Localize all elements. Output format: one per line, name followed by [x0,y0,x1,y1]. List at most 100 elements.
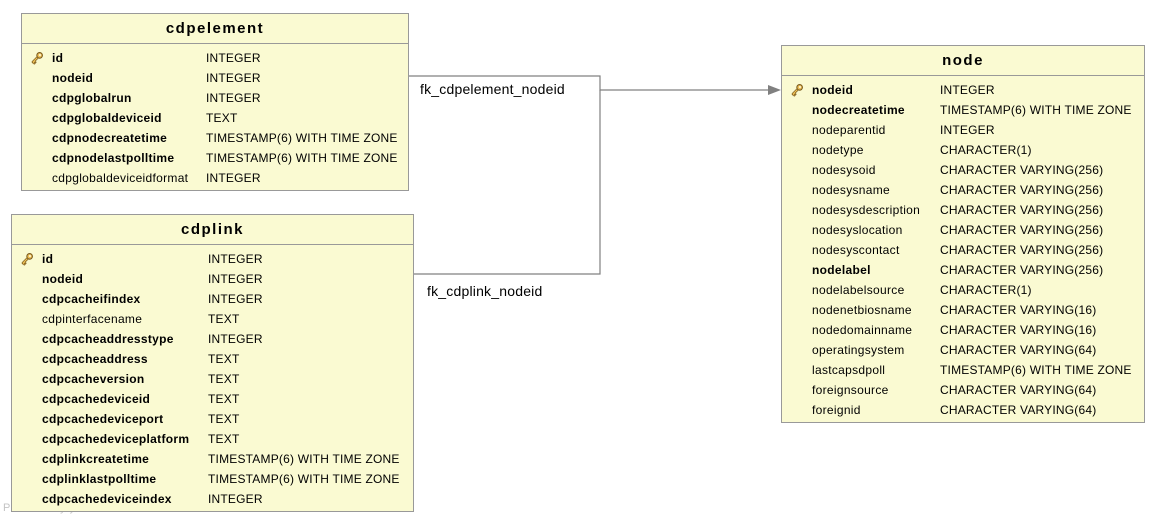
column-name: nodenetbiosname [812,303,912,317]
column-type: TIMESTAMP(6) WITH TIME ZONE [208,472,400,486]
column-type: CHARACTER VARYING(256) [940,243,1104,257]
table-row: cdpcacheaddress TEXT [12,349,413,369]
table-header: cdplink [12,215,413,245]
table-title: cdplink [180,221,244,238]
table-row: nodesysdescription CHARACTER VARYING(256) [782,200,1144,220]
column-type: CHARACTER VARYING(16) [940,303,1097,317]
column-type: INTEGER [940,83,995,97]
table-row: cdpnodecreatetime TIMESTAMP(6) WITH TIME … [22,128,408,148]
column-name: cdpglobaldeviceid [52,111,162,125]
table-row: lastcapsdpoll TIMESTAMP(6) WITH TIME ZONE [782,360,1144,380]
column-name: nodelabelsource [812,283,905,297]
column-type: INTEGER [208,292,263,306]
column-type: INTEGER [206,51,261,65]
column-name: cdpcachedeviceplatform [42,432,190,446]
column-name: nodelabel [812,263,871,277]
column-name: cdplinkcreatetime [42,452,150,466]
column-type: CHARACTER VARYING(256) [940,163,1104,177]
table-title: node [942,52,984,69]
table-row: cdpglobalrun INTEGER [22,88,408,108]
table-row: cdpglobaldeviceidformat INTEGER [22,168,408,188]
column-type: INTEGER [208,272,263,286]
column-name: id [52,51,64,65]
table-row: cdpcacheifindex INTEGER [12,289,413,309]
table-row: cdplinkcreatetime TIMESTAMP(6) WITH TIME … [12,449,413,469]
table-row: nodelabel CHARACTER VARYING(256) [782,260,1144,280]
column-type: TIMESTAMP(6) WITH TIME ZONE [206,131,398,145]
column-name: nodesyslocation [812,223,903,237]
column-type: CHARACTER(1) [940,143,1032,157]
column-name: cdpnodecreatetime [52,131,168,145]
column-name: nodedomainname [812,323,913,337]
table-row: cdpcacheversion TEXT [12,369,413,389]
table-row: nodesyscontact CHARACTER VARYING(256) [782,240,1144,260]
column-name: nodeid [52,71,94,85]
column-name: foreignid [812,403,861,417]
edge-label-fk-cdpelement-nodeid: fk_cdpelement_nodeid [420,81,565,97]
primary-key-icon [782,83,812,97]
column-type: CHARACTER VARYING(256) [940,223,1104,237]
column-type: CHARACTER VARYING(256) [940,203,1104,217]
table-row: nodeid INTEGER [782,80,1144,100]
column-name: cdpcacheaddress [42,352,148,366]
table-row: id INTEGER [22,48,408,68]
column-type: TEXT [208,392,240,406]
column-type: TIMESTAMP(6) WITH TIME ZONE [940,363,1132,377]
column-name: nodetype [812,143,864,157]
column-type: TEXT [208,372,240,386]
column-name: nodesysname [812,183,891,197]
column-name: nodesysoid [812,163,876,177]
column-type: INTEGER [206,71,261,85]
edge-label-fk-cdplink-nodeid: fk_cdplink_nodeid [427,283,543,299]
column-name: cdpcacheifindex [42,292,141,306]
table-row: nodesyslocation CHARACTER VARYING(256) [782,220,1144,240]
column-type: CHARACTER VARYING(256) [940,263,1104,277]
column-type: TEXT [208,352,240,366]
column-name: nodesysdescription [812,203,921,217]
column-type: TEXT [208,312,240,326]
column-type: TIMESTAMP(6) WITH TIME ZONE [206,151,398,165]
column-name: nodesyscontact [812,243,900,257]
column-type: TIMESTAMP(6) WITH TIME ZONE [208,452,400,466]
column-name: cdpcacheversion [42,372,145,386]
column-name: lastcapsdpoll [812,363,886,377]
column-type: INTEGER [940,123,995,137]
table-row: cdpglobaldeviceid TEXT [22,108,408,128]
column-name: nodeid [812,83,854,97]
table-row: nodeid INTEGER [22,68,408,88]
table-header: node [782,46,1144,76]
column-type: INTEGER [206,171,261,185]
column-name: cdpcachedeviceport [42,412,164,426]
column-name: cdpglobalrun [52,91,132,105]
column-name: cdpinterfacename [42,312,143,326]
column-name: cdpcachedeviceid [42,392,151,406]
arrowhead-icon [768,85,781,95]
edge-fk-cdplink-nodeid [414,90,601,275]
table-title: cdpelement [165,20,265,37]
table-row: nodesysoid CHARACTER VARYING(256) [782,160,1144,180]
column-type: INTEGER [208,492,263,506]
column-type: TEXT [206,111,238,125]
column-name: cdpcacheaddresstype [42,332,174,346]
column-name: cdpglobaldeviceidformat [52,171,189,185]
column-type: INTEGER [206,91,261,105]
column-name: nodeparentid [812,123,886,137]
column-type: CHARACTER VARYING(64) [940,383,1097,397]
table-header: cdpelement [22,14,408,44]
